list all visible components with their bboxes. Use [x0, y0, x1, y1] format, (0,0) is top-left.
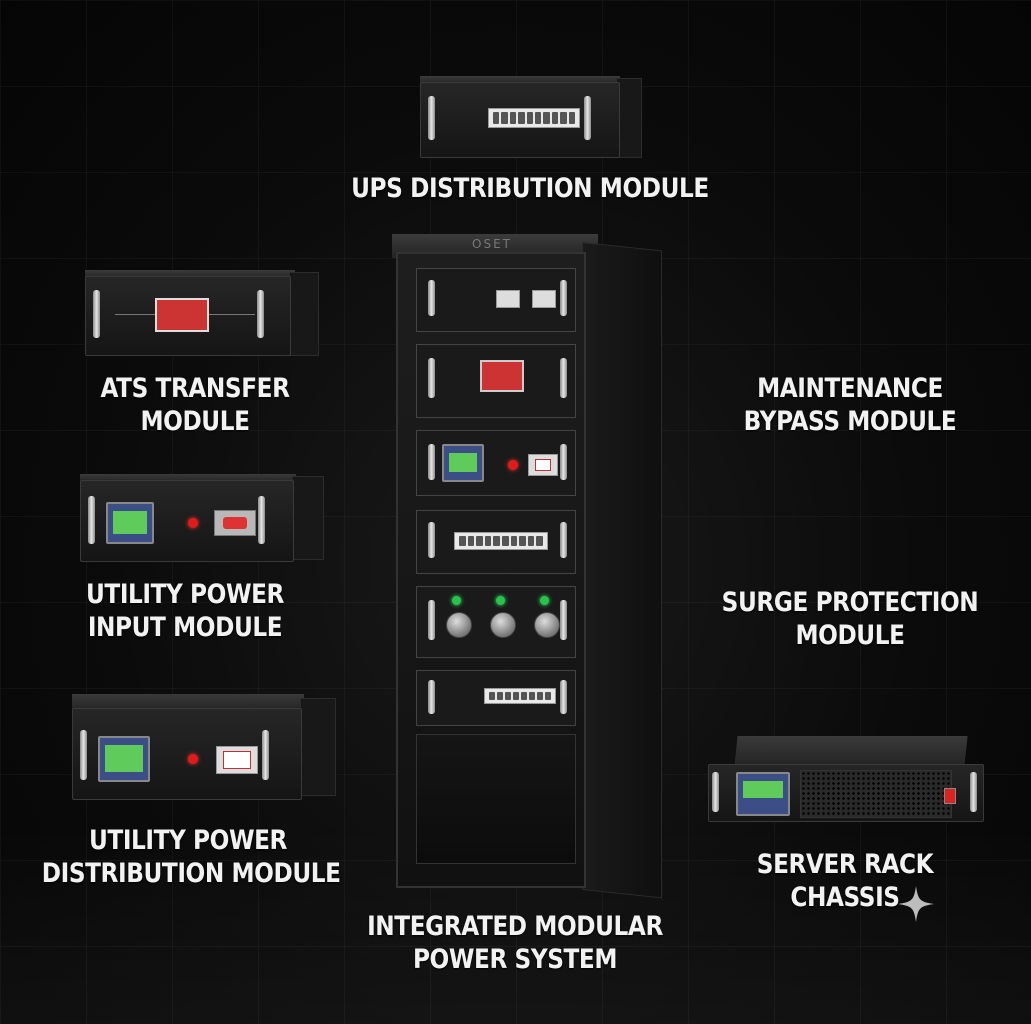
maintenance-bypass-label: MAINTENANCE BYPASS MODULE — [743, 373, 957, 437]
utility-distribution-module-image — [72, 694, 336, 804]
server-rack-label: SERVER RACK CHASSIS — [756, 849, 934, 913]
power-switch — [944, 788, 956, 804]
cabinet-brand: OSET — [472, 237, 512, 251]
utility-distribution-label: UTILITY POWER DISTRIBUTION MODULE — [41, 825, 341, 889]
ups-distribution-label: UPS DISTRIBUTION MODULE — [351, 173, 709, 204]
ups-distribution-module-image — [420, 76, 642, 162]
sparkle-icon — [896, 884, 936, 924]
vent-grille — [800, 770, 952, 818]
ats-switch-window — [155, 298, 209, 332]
utility-input-module-image — [80, 474, 324, 566]
integrated-system-label: INTEGRATED MODULAR POWER SYSTEM — [367, 911, 663, 975]
cabinet-side — [582, 242, 662, 899]
cabinet-module-2 — [416, 344, 576, 418]
cabinet-lower-panel — [416, 734, 576, 864]
server-rack-chassis-image — [708, 736, 984, 824]
ats-transfer-label: ATS TRANSFER MODULE — [100, 373, 290, 437]
surge-protection-label: SURGE PROTECTION MODULE — [721, 587, 979, 651]
ats-transfer-module-image — [85, 270, 319, 362]
cabinet-module-4 — [416, 510, 576, 574]
utility-input-label: UTILITY POWER INPUT MODULE — [85, 579, 285, 643]
integrated-power-cabinet-image: OSET — [392, 234, 662, 899]
